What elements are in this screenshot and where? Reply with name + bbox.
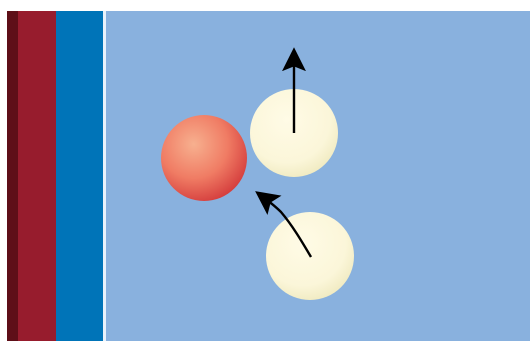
maroon-band: [18, 11, 56, 341]
red-particle: [161, 115, 247, 201]
dark-edge-band: [7, 11, 18, 341]
diagonal-arrow: [255, 191, 313, 258]
blue-band: [56, 11, 103, 341]
divider-line: [103, 11, 106, 341]
